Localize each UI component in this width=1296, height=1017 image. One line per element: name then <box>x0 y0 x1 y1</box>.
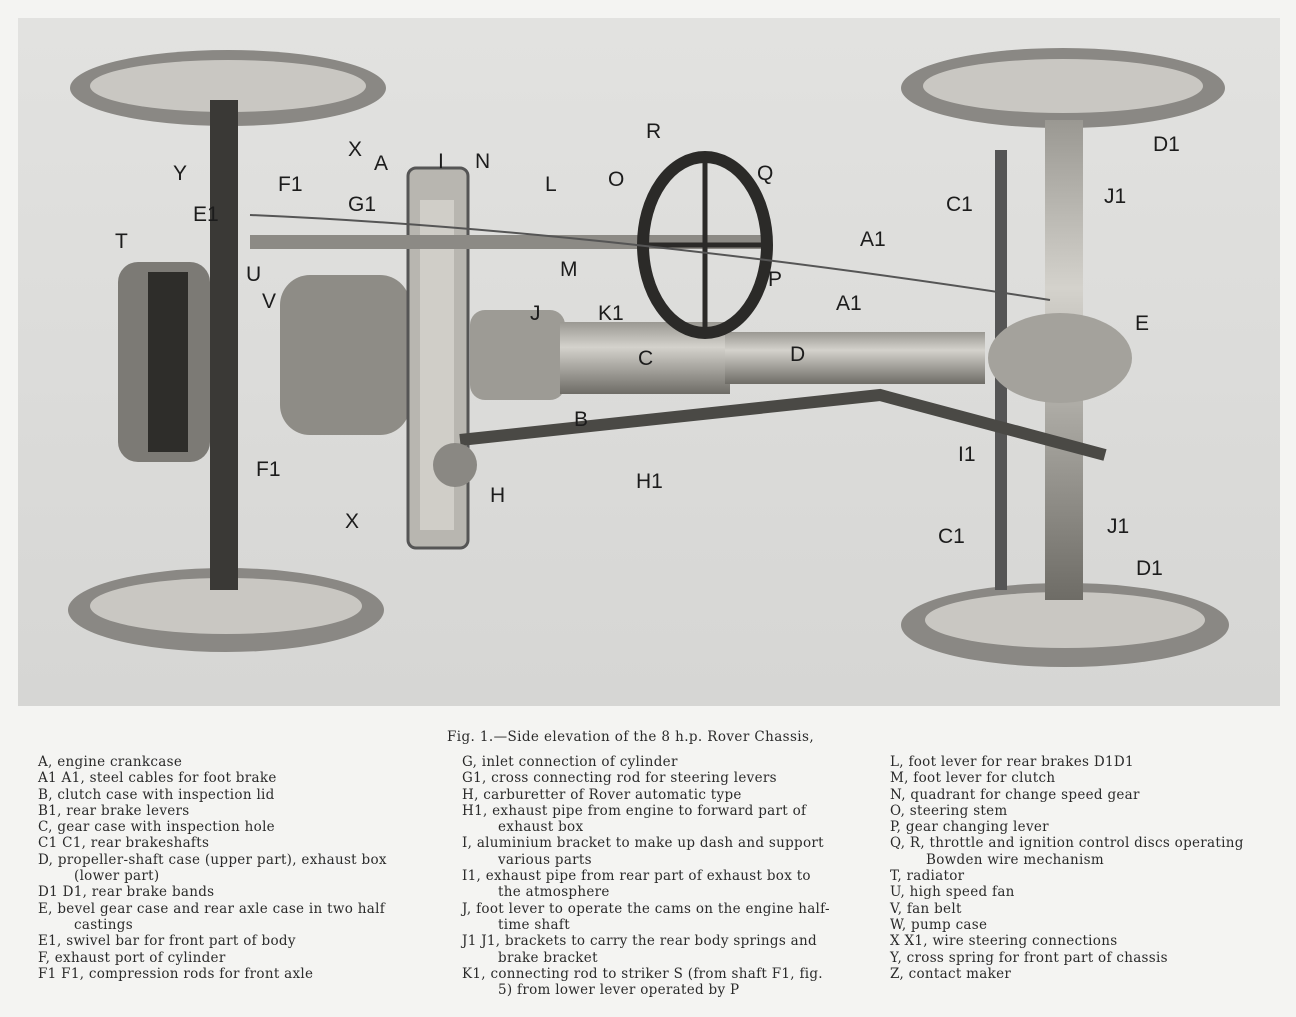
legend-item: U, high speed fan <box>890 884 1015 901</box>
legend-item: D, propeller-shaft case (upper part), ex… <box>38 851 387 885</box>
legend-item: K1, connecting rod to striker S (from sh… <box>462 965 823 999</box>
label-G1: G1 <box>348 193 376 216</box>
legend-item: A, engine crankcase <box>38 754 183 770</box>
label-J1-top: J1 <box>1104 185 1126 208</box>
part-labels: I N R L O Q Y F1 X A G1 E1 T U V M K1 P … <box>115 120 1180 580</box>
propeller-shaft-case <box>725 332 985 384</box>
legend-column-3: L, foot lever for rear brakes D1D1 M, fo… <box>890 754 1270 982</box>
front-axle-post <box>210 100 238 590</box>
label-X-bottom: X <box>345 510 359 533</box>
label-D1-top: D1 <box>1153 133 1180 156</box>
legend-item: H, carburetter of Rover automatic type <box>462 786 742 803</box>
legend-item: I, aluminium bracket to make up dash and… <box>462 835 824 868</box>
legend-item: C, gear case with inspection hole <box>38 819 275 836</box>
label-Y: Y <box>173 162 187 185</box>
label-V: V <box>262 290 276 313</box>
label-J1-bottom: J1 <box>1107 515 1129 538</box>
label-C: C <box>638 347 653 370</box>
legend-item: B, clutch case with inspection lid <box>38 786 275 803</box>
front-wheel-top <box>70 50 386 126</box>
rear-wheel-top <box>901 48 1225 128</box>
legend-item: J1 J1, brackets to carry the rear body s… <box>462 933 817 966</box>
label-L: L <box>545 173 557 196</box>
label-E1: E1 <box>193 203 219 226</box>
label-D1-bottom: D1 <box>1136 557 1163 580</box>
clutch-case <box>470 310 565 400</box>
legend-item: E, bevel gear case and rear axle case in… <box>38 900 385 933</box>
legend-item: D1 D1, rear brake bands <box>38 884 215 901</box>
label-A1-top: A1 <box>860 228 886 251</box>
legend-item: V, fan belt <box>890 900 962 917</box>
legend-item: F, exhaust port of cylinder <box>38 949 226 966</box>
front-wheel-bottom <box>68 568 384 652</box>
label-N: N <box>475 150 490 173</box>
radiator-fins <box>148 272 188 452</box>
label-O: O <box>608 168 624 191</box>
legend-item: B1, rear brake levers <box>38 802 190 819</box>
legend-item: T, radiator <box>890 868 965 885</box>
label-Q: Q <box>757 162 773 185</box>
carburetter <box>433 443 477 487</box>
legend-item: J, foot lever to operate the cams on the… <box>462 900 830 933</box>
label-A: A <box>374 152 388 175</box>
label-B: B <box>574 408 588 431</box>
brake-cable <box>249 214 1051 301</box>
label-E: E <box>1135 312 1149 335</box>
label-X-top: X <box>348 138 362 161</box>
label-C1-bottom: C1 <box>938 525 965 548</box>
exhaust-pipe <box>459 388 1107 461</box>
label-C1-top: C1 <box>946 193 973 216</box>
legend-item: E1, swivel bar for front part of body <box>38 933 296 950</box>
legend-column-1: A, engine crankcase A1 A1, steel cables … <box>38 754 410 982</box>
label-H: H <box>490 484 505 507</box>
label-K1: K1 <box>598 302 624 325</box>
figure-caption: Fig. 1.—Side elevation of the 8 h.p. Rov… <box>447 729 815 745</box>
legend-item: P, gear changing lever <box>890 819 1049 836</box>
bevel-gear-case <box>988 313 1132 403</box>
legend-item: O, steering stem <box>890 802 1008 819</box>
legend-item: F1 F1, compression rods for front axle <box>38 965 314 982</box>
legend-item: M, foot lever for clutch <box>890 770 1056 787</box>
engine <box>280 275 410 435</box>
label-I1: I1 <box>958 443 976 466</box>
label-P: P <box>768 268 782 291</box>
legend-item: N, quadrant for change speed gear <box>890 786 1140 803</box>
label-I: I <box>438 150 444 173</box>
legend-item: A1 A1, steel cables for foot brake <box>38 770 277 787</box>
legend-item: I1, exhaust pipe from rear part of exhau… <box>462 868 811 901</box>
label-T: T <box>115 230 128 253</box>
label-H1: H1 <box>636 470 663 493</box>
label-D: D <box>790 343 805 366</box>
legend-item: W, pump case <box>890 916 988 933</box>
label-F1-bottom: F1 <box>256 458 281 481</box>
label-J: J <box>530 302 541 325</box>
legend-item: L, foot lever for rear brakes D1D1 <box>890 754 1134 770</box>
label-U: U <box>246 263 261 286</box>
label-A1-mid: A1 <box>836 292 862 315</box>
chassis-photograph: I N R L O Q Y F1 X A G1 E1 T U V M K1 P … <box>18 18 1280 706</box>
legend-item: H1, exhaust pipe from engine to forward … <box>462 802 807 836</box>
legend-item: Q, R, throttle and ignition control disc… <box>890 835 1244 868</box>
legend-item: G1, cross connecting rod for steering le… <box>462 770 777 787</box>
legend-item: C1 C1, rear brakeshafts <box>38 835 210 852</box>
legend-item: G, inlet connection of cylinder <box>462 754 678 770</box>
legend-item: Y, cross spring for front part of chassi… <box>890 949 1168 966</box>
rear-wheel-bottom <box>901 583 1229 667</box>
legend-item: X X1, wire steering connections <box>890 933 1118 950</box>
label-R: R <box>646 120 661 143</box>
label-M: M <box>560 258 578 281</box>
legend-item: Z, contact maker <box>890 965 1012 982</box>
legend-column-2: G, inlet connection of cylinder G1, cros… <box>462 754 834 998</box>
label-F1-top: F1 <box>278 173 303 196</box>
